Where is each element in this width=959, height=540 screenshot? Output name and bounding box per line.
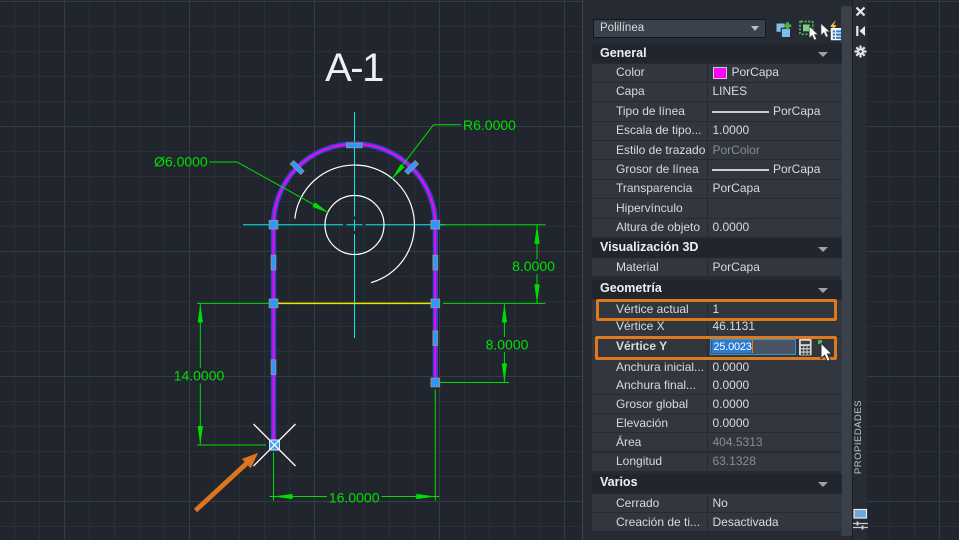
- svg-text:8.0000: 8.0000: [512, 258, 555, 274]
- svg-text:Ø6.0000: Ø6.0000: [154, 154, 208, 170]
- svg-text:A-1: A-1: [325, 46, 383, 90]
- svg-text:14.0000: 14.0000: [174, 367, 225, 383]
- svg-text:8.0000: 8.0000: [486, 337, 529, 353]
- svg-text:16.0000: 16.0000: [329, 489, 380, 505]
- svg-text:R6.0000: R6.0000: [463, 117, 516, 133]
